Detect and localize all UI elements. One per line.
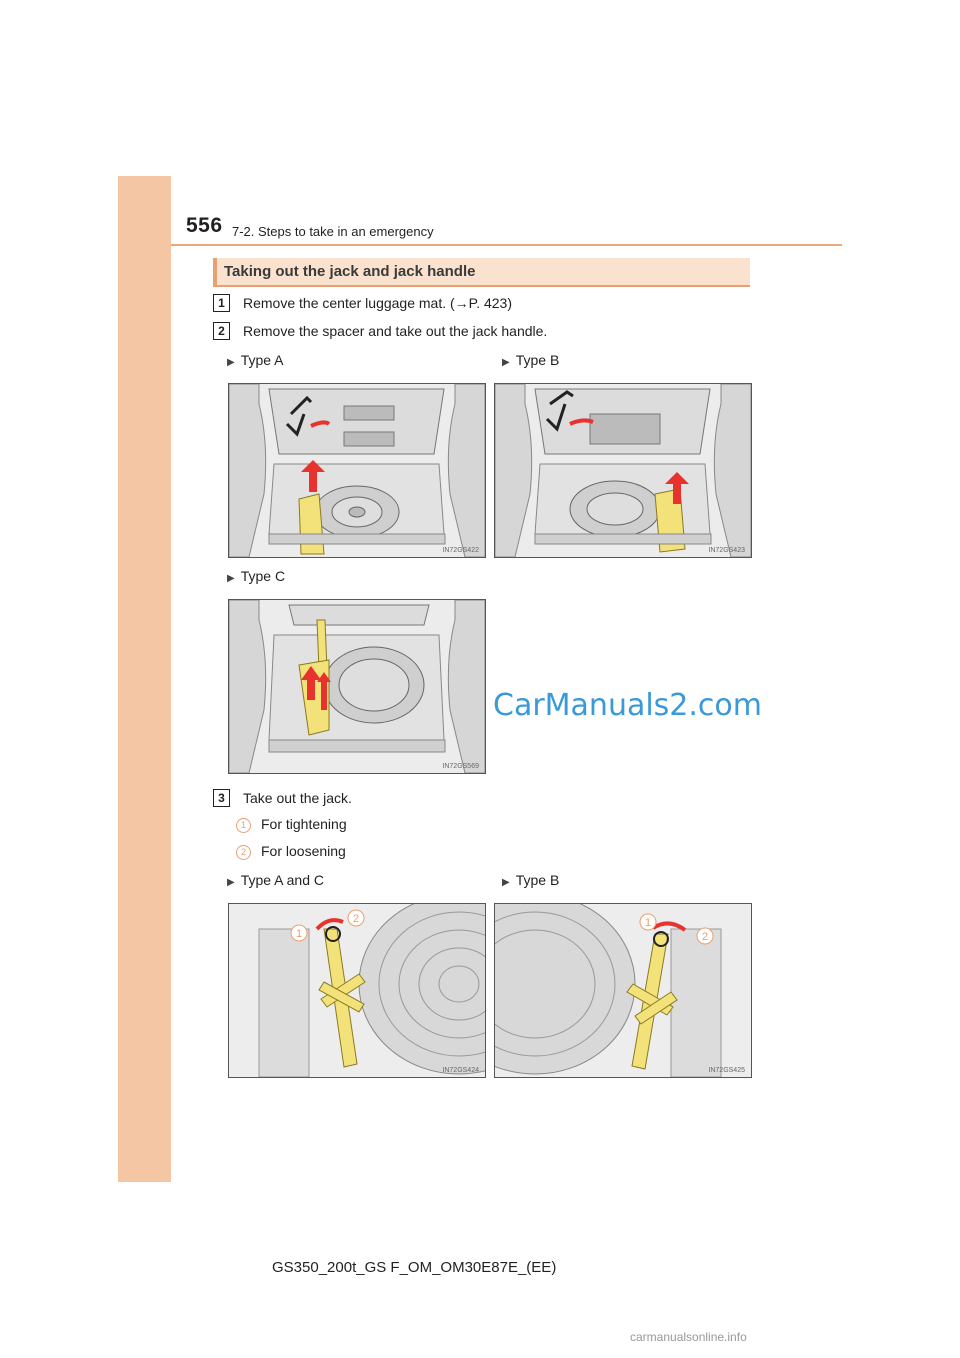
callout-1-b: 1	[645, 917, 651, 929]
figure-code-3: IN72GS569	[442, 763, 479, 770]
trunk-illustration-c	[229, 600, 485, 773]
triangle-bullet-icon: ▶	[502, 877, 510, 888]
figure-code-5: IN72GS425	[708, 1067, 745, 1074]
figure-code-1: IN72GS422	[442, 547, 479, 554]
figure-jack-type-b: 1 2 IN72GS425	[494, 903, 752, 1078]
sub-item-tightening-text: For tightening	[261, 816, 347, 832]
figure-type-c-trunk: IN72GS569	[228, 599, 486, 774]
sub-item-loosening: 2 For loosening	[236, 843, 346, 860]
label-type-b-text: Type B	[515, 352, 560, 368]
label-type-a-and-c: ▶ Type A and C	[227, 872, 324, 888]
header-rule	[171, 244, 842, 246]
label-type-c: ▶ Type C	[227, 568, 285, 584]
jack-illustration-a-c: 1 2	[229, 904, 485, 1077]
label-type-b-jack: ▶ Type B	[502, 872, 559, 888]
bottom-logo: carmanualsonline.info	[630, 1330, 747, 1344]
step-badge-1: 1	[213, 294, 230, 312]
section-title: 7-2. Steps to take in an emergency	[232, 224, 434, 239]
heading-text: Taking out the jack and jack handle	[224, 263, 476, 280]
side-color-band	[118, 176, 171, 1182]
label-type-a-and-c-text: Type A and C	[240, 872, 324, 888]
watermark: CarManuals2.com	[493, 688, 763, 723]
label-type-b-jack-text: Type B	[515, 872, 560, 888]
label-type-c-text: Type C	[240, 568, 286, 584]
triangle-bullet-icon: ▶	[227, 357, 235, 368]
step-text-3: Take out the jack.	[243, 790, 352, 806]
sub-item-loosening-text: For loosening	[261, 843, 346, 859]
triangle-bullet-icon: ▶	[502, 357, 510, 368]
heading-bar: Taking out the jack and jack handle	[213, 258, 750, 287]
sub-item-tightening: 1 For tightening	[236, 816, 347, 833]
step-text-2: Remove the spacer and take out the jack …	[243, 323, 548, 339]
callout-2: 2	[353, 913, 359, 925]
jack-illustration-b: 1 2	[495, 904, 751, 1077]
figure-code-2: IN72GS423	[708, 547, 745, 554]
figure-type-b-trunk: IN72GS423	[494, 383, 752, 558]
page-number: 556	[186, 214, 223, 237]
step-text-1: Remove the center luggage mat. (→P. 423)	[243, 295, 513, 311]
figure-type-a-trunk: IN72GS422	[228, 383, 486, 558]
label-type-a-text: Type A	[240, 352, 284, 368]
callout-2-b: 2	[702, 931, 708, 943]
footer-code: GS350_200t_GS F_OM_OM30E87E_(EE)	[272, 1259, 557, 1276]
label-type-b: ▶ Type B	[502, 352, 559, 368]
heading-accent	[213, 258, 217, 285]
figure-jack-type-a-c: 1 2 IN72GS424	[228, 903, 486, 1078]
label-type-a: ▶ Type A	[227, 352, 284, 368]
step-badge-3: 3	[213, 789, 230, 807]
trunk-illustration-b	[495, 384, 751, 557]
figure-code-4: IN72GS424	[442, 1067, 479, 1074]
step-badge-2: 2	[213, 322, 230, 340]
triangle-bullet-icon: ▶	[227, 877, 235, 888]
callout-1: 1	[296, 928, 302, 940]
callout-circle-1: 1	[236, 817, 251, 833]
callout-circle-2: 2	[236, 844, 251, 860]
trunk-illustration-a	[229, 384, 485, 557]
triangle-bullet-icon: ▶	[227, 573, 235, 584]
